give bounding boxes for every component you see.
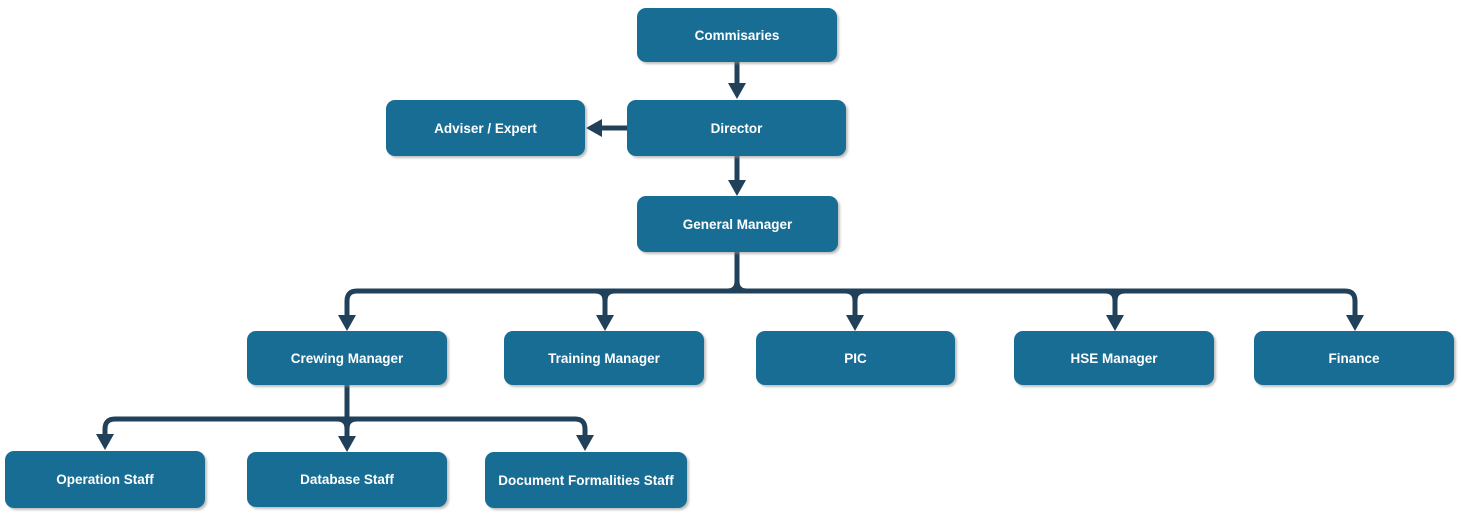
node-crewing-manager[interactable]: Crewing Manager bbox=[247, 331, 447, 385]
node-director-label: Director bbox=[710, 120, 763, 136]
edge-general-manager-children bbox=[338, 252, 1364, 331]
node-pic-label: PIC bbox=[844, 350, 867, 366]
node-director[interactable]: Director bbox=[627, 100, 846, 156]
node-operation-staff[interactable]: Operation Staff bbox=[5, 451, 205, 508]
node-commisaries-label: Commisaries bbox=[694, 27, 780, 43]
node-general-manager-label: General Manager bbox=[682, 216, 793, 232]
node-hse-manager[interactable]: HSE Manager bbox=[1014, 331, 1214, 385]
node-training-manager[interactable]: Training Manager bbox=[504, 331, 704, 385]
node-document-formalities-staff-label: Document Formalities Staff bbox=[498, 472, 674, 488]
node-crewing-manager-label: Crewing Manager bbox=[290, 350, 404, 366]
node-operation-staff-label: Operation Staff bbox=[56, 472, 154, 487]
node-database-staff[interactable]: Database Staff bbox=[247, 452, 447, 507]
node-adviser-expert[interactable]: Adviser / Expert bbox=[386, 100, 585, 156]
node-general-manager[interactable]: General Manager bbox=[637, 196, 838, 252]
node-document-formalities-staff[interactable]: Document Formalities Staff bbox=[485, 452, 687, 508]
node-database-staff-label: Database Staff bbox=[300, 472, 394, 487]
edge-director-general-manager bbox=[728, 156, 746, 196]
edge-crewing-manager-children bbox=[96, 385, 594, 452]
node-finance-label: Finance bbox=[1328, 350, 1380, 366]
node-finance[interactable]: Finance bbox=[1254, 331, 1454, 385]
node-commisaries[interactable]: Commisaries bbox=[637, 8, 837, 62]
node-adviser-expert-label: Adviser / Expert bbox=[434, 120, 537, 136]
node-pic[interactable]: PIC bbox=[756, 331, 955, 385]
node-hse-manager-label: HSE Manager bbox=[1070, 350, 1158, 366]
edge-commisaries-director bbox=[728, 62, 746, 99]
node-training-manager-label: Training Manager bbox=[548, 350, 660, 366]
edge-director-adviser bbox=[586, 119, 627, 137]
